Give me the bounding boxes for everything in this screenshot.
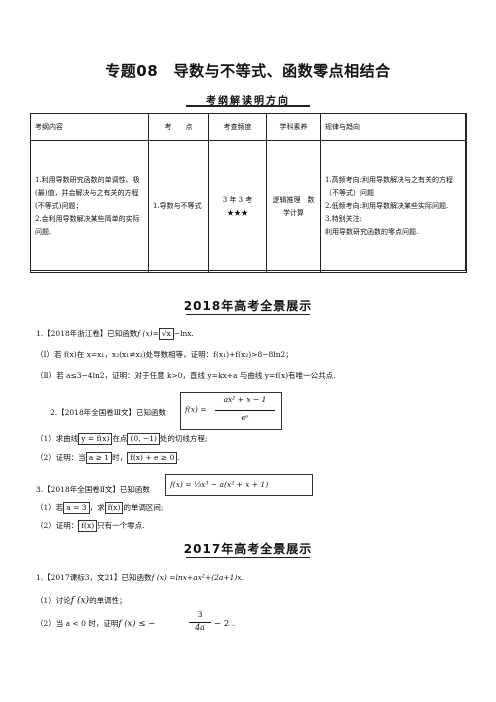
q4-part2: （2）当 a < 0 时，证明f (x) ≤ −: [36, 618, 155, 630]
q3-f-box: f(x): [104, 502, 124, 514]
trend-item-2: 2.低频考向:利用导数解决某些实际问题.: [325, 202, 449, 210]
q2-point-box: (0, −1): [127, 433, 160, 445]
trend-item-3: 3.特别关注:: [325, 215, 363, 223]
subtitle-underline: [186, 105, 310, 107]
page-title: 专题08 导数与不等式、函数零点相结合: [105, 62, 391, 80]
q4-part1: （1）讨论f (x)的单调性；: [36, 595, 127, 607]
frequency-cell: 3 年 3 考★★★: [208, 140, 267, 273]
q2-numerator: ax² + x − 1: [223, 395, 267, 404]
q2-curve-box: y = f(x): [78, 433, 113, 445]
q2-fraction-bar: [215, 410, 275, 411]
q1-func: f (x)=: [137, 329, 159, 338]
q4-denominator: 4a: [195, 623, 205, 632]
q4-part2-lhs: f (x) ≤ −: [118, 619, 156, 629]
content-cell: 1.利用导数研究函数的单调性、极(最)值，并会解决与之有关的方程(不等式)问题；…: [30, 140, 149, 273]
q4-part2-a: （2）当 a < 0 时，证明: [36, 619, 119, 628]
content-item-1: 1.利用导数研究函数的单调性、极(最)值，并会解决与之有关的方程(不等式)问题；: [35, 176, 140, 210]
q1-part2: （Ⅱ）若 a≤3−4ln2，证明：对于任意 k>0，直线 y=kx+a 与曲线 …: [36, 371, 336, 380]
q4-lead: 1.【2017课标3，文21】已知函数: [36, 573, 152, 582]
q2-formula-box: f(x) = ax² + x − 1 eˣ: [180, 392, 282, 430]
header-content: 考纲内容: [30, 113, 149, 141]
q4-formula: f (x) =lnx+ax²+(2a+1)x.: [151, 573, 244, 582]
q2-inequality-box: f(x) + e ≥ 0: [127, 452, 178, 464]
topic-cell: 1.导数与不等式: [148, 140, 209, 273]
q3-part1-a: （1）若: [36, 503, 64, 512]
q2-part1-a: （1）求曲线: [36, 434, 79, 443]
q3-part2-a: （2）证明：: [36, 521, 79, 530]
trend-item-1: 1.高频考向:利用导数解决与之有关的方程（不等式）问题: [325, 176, 454, 197]
q2-part2-a: （2）证明：当: [36, 453, 86, 462]
q1-part1: （Ⅰ）若 f(x)在 x=x₁，x₂(x₁≠x₂)处导数相等，证明：f(x₁)+…: [36, 350, 293, 359]
q4-part1-f: f (x): [70, 596, 90, 606]
header-trend: 规律与趋向: [320, 113, 467, 141]
header-topic: 考 点: [148, 113, 209, 141]
q2-part2-c: .: [177, 453, 180, 462]
section-subtitle: 考纲解读明方向: [206, 96, 290, 107]
q4-fraction-bar: [189, 622, 211, 623]
table-header-row: 考纲内容 考 点 考查频度 学科素养 规律与趋向: [30, 113, 467, 141]
q4-stem: 1.【2017课标3，文21】已知函数f (x) =lnx+ax²+(2a+1)…: [36, 572, 244, 584]
q3-a-box: a = 3: [63, 502, 90, 514]
q3-part1-c: 的单调区间;: [123, 503, 164, 512]
q2-condition-box: a ≥ 1: [85, 452, 113, 464]
q3-part2: （2）证明：f(x)只有一个零点.: [36, 520, 145, 532]
content-item-2: 2.会利用导数解决某些简单的实际问题.: [35, 215, 140, 236]
q1-stem: 1.【2018年浙江卷】已知函数f (x)=√x−lnx.: [36, 328, 194, 340]
q4-part1-b: 的单调性；: [89, 596, 127, 605]
table-row: 1.利用导数研究函数的单调性、极(最)值，并会解决与之有关的方程(不等式)问题；…: [30, 140, 467, 273]
q3-part1-b: ，求: [89, 503, 105, 512]
q2-part1-c: 处的切线方程;: [159, 434, 208, 443]
q1-rest: −lnx.: [173, 329, 194, 338]
q3-formula-box: f(x) = ⅓x³ − a(x² + x + 1): [165, 474, 313, 496]
q3-zero-box: f(x): [78, 520, 98, 532]
q4-part2-rhs: − 2 .: [214, 619, 235, 629]
q3-part2-c: 只有一个零点.: [97, 521, 145, 530]
q2-part1-b: 在点: [112, 434, 128, 443]
q2-part2-b: 时，: [112, 453, 128, 462]
trend-item-4: 利用导数研究函数的零点问题.: [325, 228, 419, 236]
literacy-cell: 逻辑推理 数学计算: [266, 140, 321, 273]
q4-numerator: 3: [197, 610, 203, 619]
q2-denominator: eˣ: [241, 413, 249, 422]
q2-lead: 2.【2018年全国卷Ⅲ文】已知函数: [50, 408, 166, 417]
q1-sqrt-box: √x: [158, 328, 174, 340]
section-2018-underline: [186, 314, 310, 315]
q1-lead: 1.【2018年浙江卷】已知函数: [36, 329, 138, 338]
syllabus-table: 考纲内容 考 点 考查频度 学科素养 规律与趋向 1.利用导数研究函数的单调性、…: [30, 113, 467, 273]
section-2018-title: 2018年高考全景展示: [183, 299, 313, 313]
q3-lead: 3.【2018年全国卷Ⅱ文】已知函数: [36, 485, 150, 494]
header-frequency: 考查频度: [208, 113, 267, 141]
trend-cell: 1.高频考向:利用导数解决与之有关的方程（不等式）问题 2.低频考向:利用导数解…: [320, 140, 467, 273]
section-2017-title: 2017年高考全景展示: [183, 542, 313, 556]
q4-part1-a: （1）讨论: [36, 596, 71, 605]
header-literacy: 学科素养: [266, 113, 321, 141]
section-2017-underline: [186, 557, 310, 558]
q2-func-lhs: f(x) =: [185, 405, 207, 414]
